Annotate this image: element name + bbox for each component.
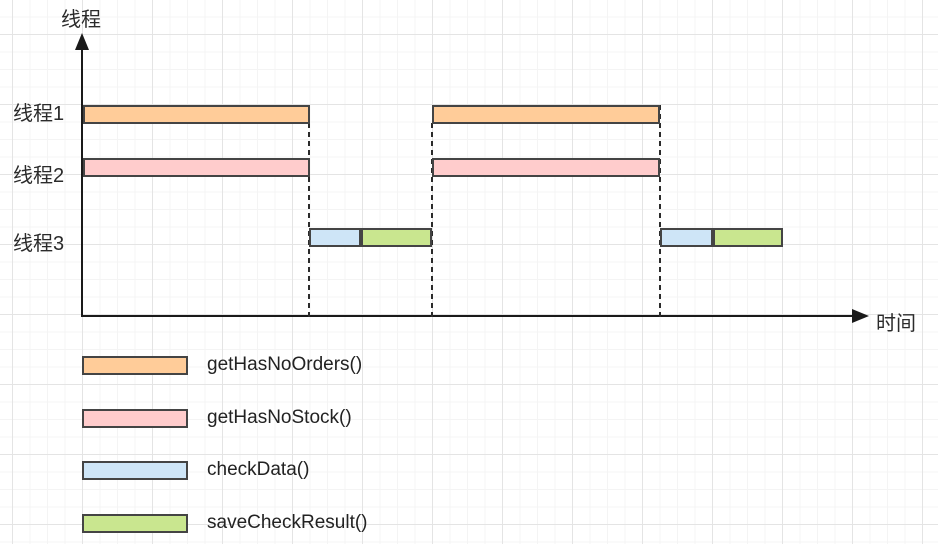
task-bar-getHasNoOrders: [432, 105, 660, 124]
legend-label-getHasNoStock: getHasNoStock(): [207, 407, 352, 428]
task-bar-saveCheckResult: [361, 228, 432, 247]
task-bar-getHasNoOrders: [83, 105, 310, 124]
legend-row-getHasNoOrders: getHasNoOrders(): [82, 354, 362, 376]
task-bar-getHasNoStock: [83, 158, 310, 177]
task-bar-saveCheckResult: [713, 228, 783, 247]
legend-row-getHasNoStock: getHasNoStock(): [82, 407, 352, 429]
dashed-divider: [659, 105, 661, 317]
legend-swatch-getHasNoStock: [82, 408, 188, 428]
dashed-divider: [431, 123, 433, 317]
row-label-thread2: 线程2: [13, 165, 65, 187]
y-axis-line: [81, 42, 83, 317]
legend-swatch-checkData: [82, 460, 188, 480]
legend-swatch-getHasNoOrders: [82, 355, 188, 375]
legend-label-getHasNoOrders: getHasNoOrders(): [207, 354, 363, 375]
y-axis-arrow-icon: [75, 33, 89, 50]
y-axis-title: 线程: [61, 9, 101, 31]
legend-label-saveCheckResult: saveCheckResult(): [207, 512, 368, 533]
x-axis-arrow-icon: [852, 309, 869, 323]
legend-label-checkData: checkData(): [207, 459, 310, 480]
task-bar-getHasNoStock: [432, 158, 660, 177]
x-axis-title: 时间: [876, 313, 916, 335]
legend-row-saveCheckResult: saveCheckResult(): [82, 512, 368, 534]
task-bar-checkData: [660, 228, 713, 247]
task-bar-checkData: [309, 228, 361, 247]
legend-row-checkData: checkData(): [82, 459, 309, 481]
row-label-thread3: 线程3: [13, 233, 65, 255]
legend-swatch-saveCheckResult: [82, 513, 188, 533]
x-axis-line: [82, 315, 854, 317]
row-label-thread1: 线程1: [13, 103, 65, 125]
dashed-divider: [308, 123, 310, 317]
